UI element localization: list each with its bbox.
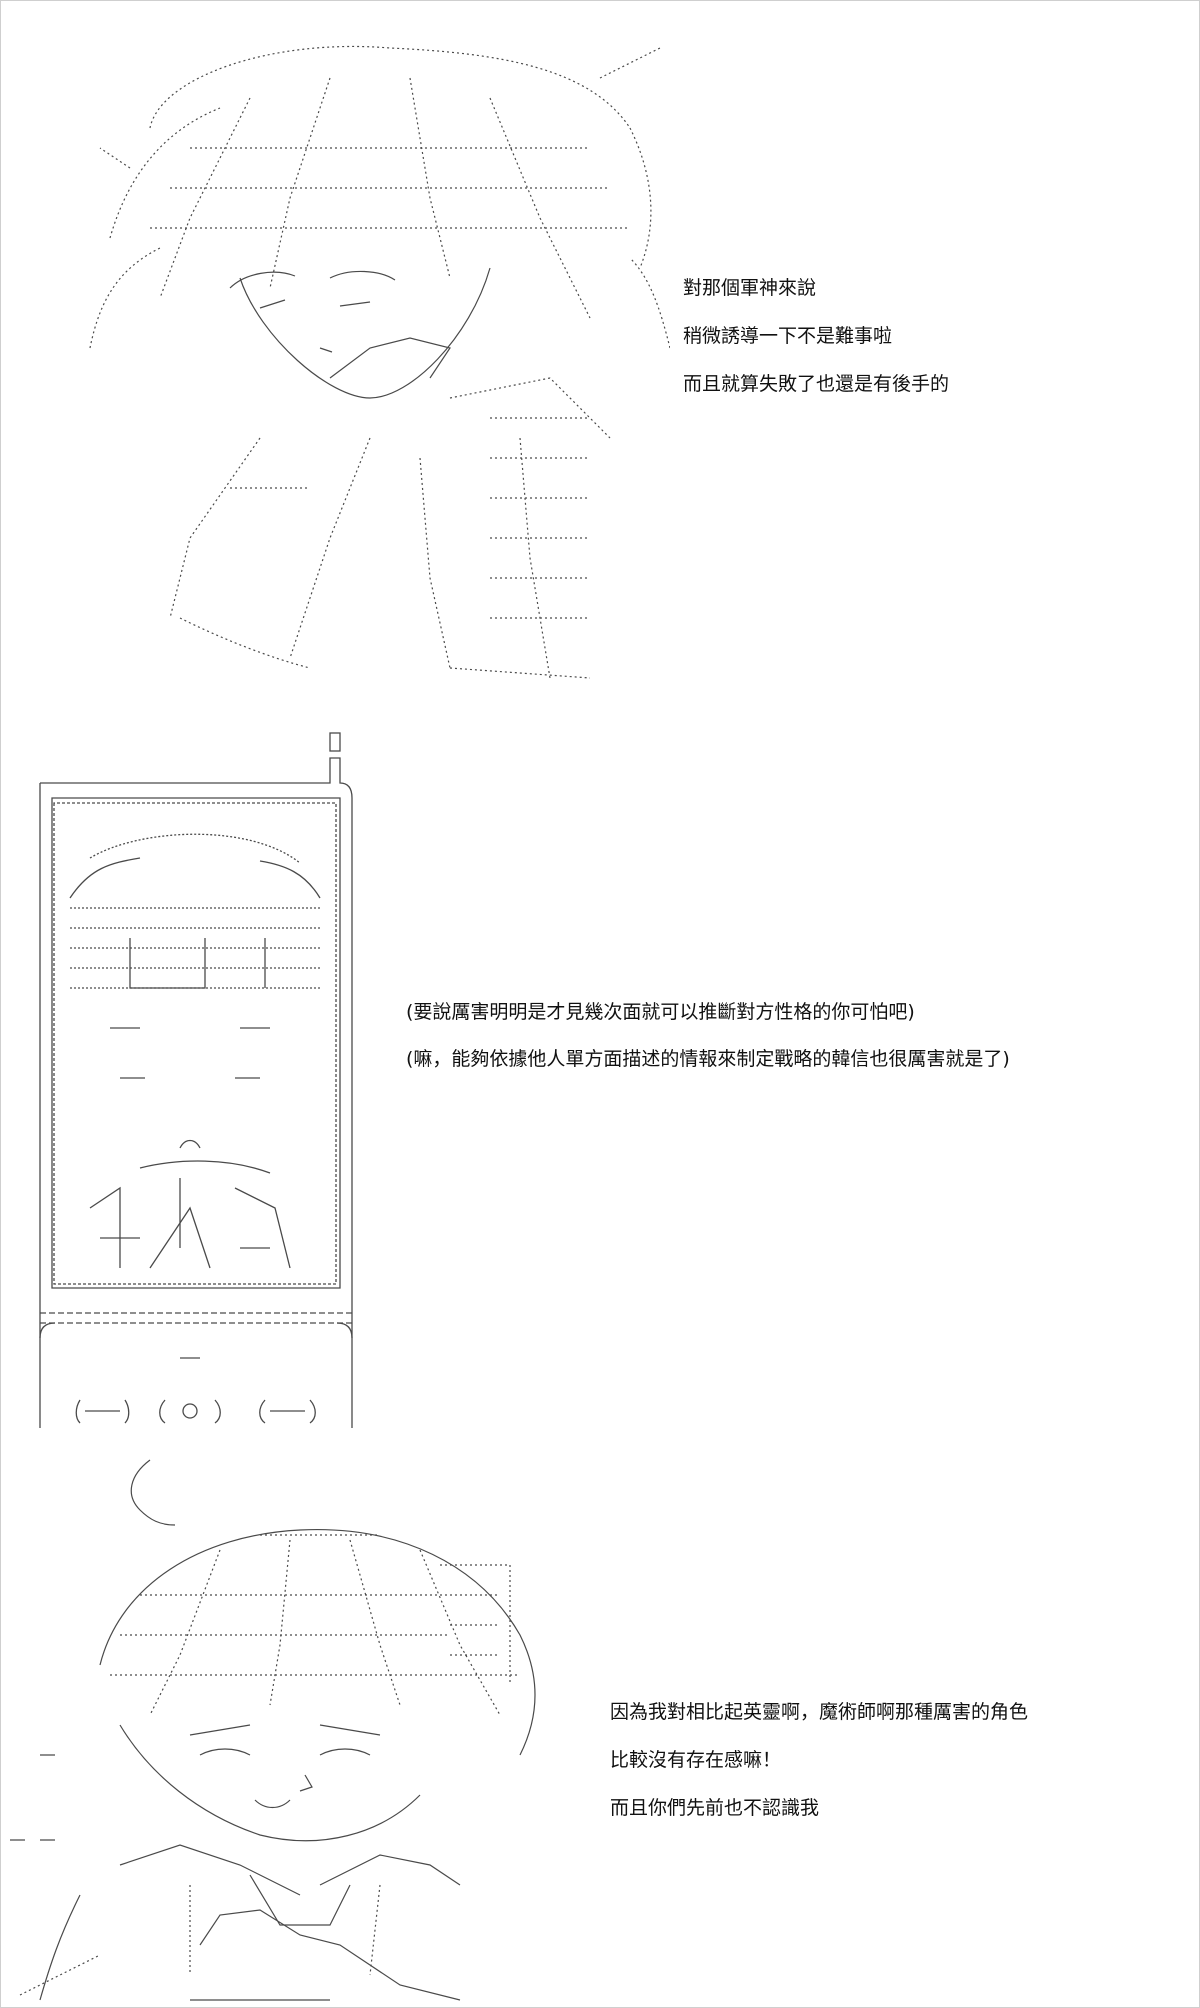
dialogue-panel-1: 對那個軍神來說 稍微誘導一下不是難事啦 而且就算失敗了也還是有後手的	[683, 274, 949, 418]
dialogue-line: 因為我對相比起英靈啊，魔術師啊那種厲害的角色	[610, 1701, 1029, 1723]
ascii-art-character-1	[70, 18, 670, 688]
dialogue-line: (嘛，能夠依據他人單方面描述的情報來制定戰略的韓信也很厲害就是了)	[406, 1048, 1010, 1070]
dialogue-line: 而且你們先前也不認識我	[610, 1797, 820, 1819]
dialogue-panel-3: 因為我對相比起英靈啊，魔術師啊那種厲害的角色 比較沒有存在感嘛！ 而且你們先前也…	[610, 1698, 1028, 1842]
ascii-art-phone	[30, 728, 370, 1433]
dialogue-line: 稍微誘導一下不是難事啦	[683, 325, 893, 347]
dialogue-line: 對那個軍神來說	[683, 277, 817, 299]
dialogue-line: (要說厲害明明是才見幾次面就可以推斷對方性格的你可怕吧)	[406, 1001, 915, 1023]
dialogue-line: 而且就算失敗了也還是有後手的	[683, 373, 950, 395]
dialogue-panel-2: (要說厲害明明是才見幾次面就可以推斷對方性格的你可怕吧) (嘛，能夠依據他人單方…	[406, 998, 1010, 1092]
dialogue-line: 比較沒有存在感嘛！	[610, 1749, 782, 1771]
ascii-art-character-3	[0, 1455, 600, 2005]
